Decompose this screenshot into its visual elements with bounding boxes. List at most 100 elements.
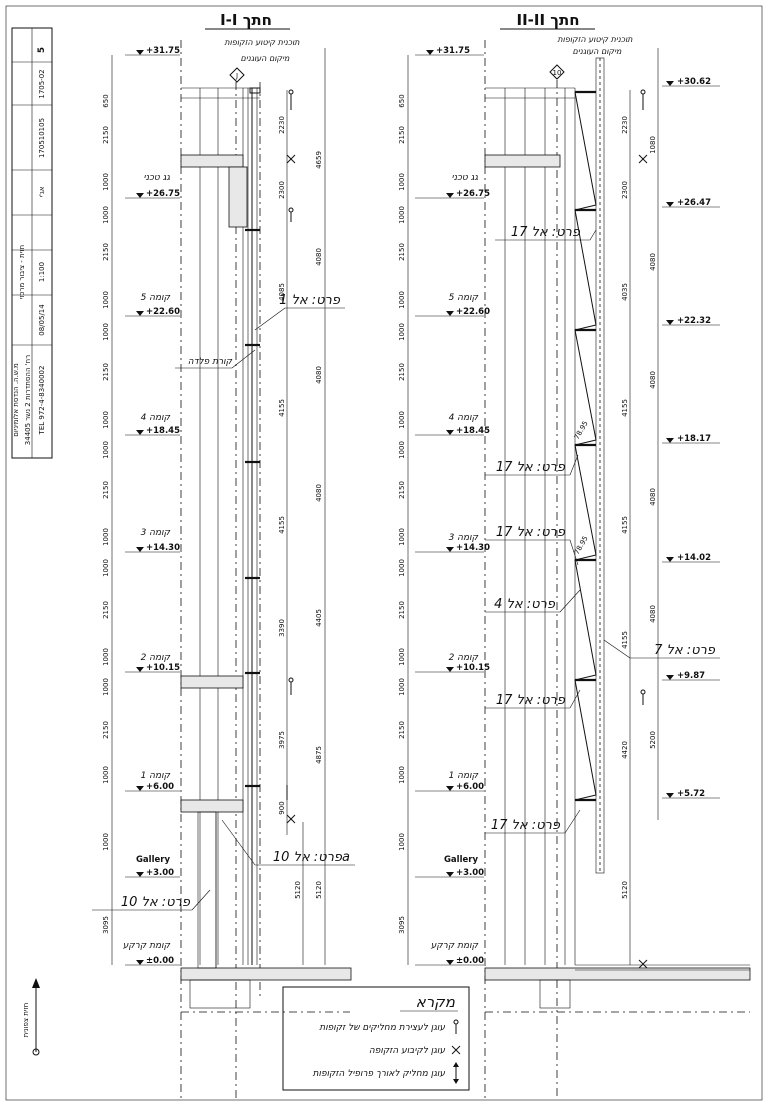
svg-text:1000: 1000 (398, 528, 406, 546)
svg-text:2150: 2150 (102, 721, 110, 739)
svg-text:קומה 3: קומה 3 (449, 533, 479, 543)
section-1-levels: +31.75 +26.75 גג טכני +22.60 קומה 5 +18.… (123, 46, 180, 966)
s2-angle: 78.95 (573, 535, 590, 556)
s1-detail-callout: קורת פלדה (188, 357, 233, 367)
slide-anchor-icon (453, 1062, 459, 1084)
north-arrow: חזית צפונית (22, 978, 40, 1056)
s1-level-name: קומה 5 (141, 293, 171, 303)
svg-text:1000: 1000 (398, 766, 406, 784)
svg-text:2150: 2150 (398, 126, 406, 144)
svg-text:1000: 1000 (398, 678, 406, 696)
svg-text:1000: 1000 (398, 559, 406, 577)
svg-text:+22.60: +22.60 (456, 307, 490, 317)
title-address: רח' ההסתדרות 2 נשר 34405 (24, 355, 32, 445)
svg-text:4155: 4155 (278, 516, 286, 534)
svg-text:1000: 1000 (398, 323, 406, 341)
svg-text:4080: 4080 (649, 605, 657, 623)
svg-text:2150: 2150 (398, 363, 406, 381)
section-1-dims-left: 650 2150 1000 1000 2150 1000 1000 2150 1… (102, 55, 113, 965)
title-drawing-no: 1705-02 (38, 69, 46, 98)
svg-text:+26.75: +26.75 (456, 189, 490, 199)
svg-text:1000: 1000 (398, 173, 406, 191)
svg-text:2300: 2300 (621, 181, 629, 199)
north-label: חזית צפונית (22, 1003, 30, 1038)
section-1-ground (180, 967, 352, 981)
svg-text:4155: 4155 (621, 631, 629, 649)
section-2-dims-left: 650 2150 1000 1000 2150 1000 1000 2150 1… (398, 55, 409, 965)
s1-level-value: +3.00 (146, 868, 174, 878)
s2-detail-callout: פרט: אל 4 (494, 597, 556, 612)
s1-level-name: קומה 2 (141, 653, 171, 663)
svg-text:4155: 4155 (278, 399, 286, 417)
svg-text:5120: 5120 (621, 881, 629, 899)
svg-text:+3.00: +3.00 (456, 868, 484, 878)
title-company: מ.ש.ה. הנדסת אלומיניום (12, 363, 20, 437)
svg-text:1000: 1000 (398, 411, 406, 429)
svg-text:2150: 2150 (102, 481, 110, 499)
svg-text:1000: 1000 (102, 291, 110, 309)
section-2-dims-right: 1080 4080 4080 4080 4080 5200 +30.62 +26… (649, 77, 720, 820)
svg-text:+18.45: +18.45 (456, 426, 490, 436)
s1-level-name: קומה 4 (141, 413, 171, 423)
section-1-dims-mid: 2230 2300 4085 4155 4155 3390 3975 900 (278, 89, 296, 835)
svg-text:2150: 2150 (102, 601, 110, 619)
svg-text:+5.72: +5.72 (677, 789, 705, 799)
svg-text:+9.87: +9.87 (677, 671, 705, 681)
s1-level-name: קומת קרקע (123, 941, 171, 951)
s2-detail-callout: פרט: אל 17 (496, 693, 566, 708)
svg-text:+31.75: +31.75 (436, 46, 470, 56)
s2-detail-callout: פרט: אל 17 (496, 525, 566, 540)
section-2-details: פרט: אל 17 פרט: אל 17 פרט: אל 17 פרט: אל… (485, 225, 720, 834)
svg-text:4035: 4035 (621, 283, 629, 301)
svg-text:1000: 1000 (398, 648, 406, 666)
s1-level-name: גג טכני (144, 173, 171, 183)
svg-text:קומה 5: קומה 5 (449, 293, 479, 303)
s1-level-name: קומה 3 (141, 528, 171, 538)
svg-text:4155: 4155 (621, 399, 629, 417)
section-2-levels: +31.75 +26.75 גג טכני +22.60 קומה 5 +18.… (415, 46, 490, 966)
s1-level-value: +10.15 (146, 663, 180, 673)
svg-text:2150: 2150 (398, 721, 406, 739)
svg-text:4080: 4080 (315, 366, 323, 384)
svg-text:4085: 4085 (278, 283, 286, 301)
svg-text:1080: 1080 (649, 136, 657, 154)
section-1-title: I-I חתך (220, 11, 272, 29)
svg-text:+30.62: +30.62 (677, 77, 711, 87)
title-sheet-no: 5 (37, 47, 47, 53)
svg-text:קומה 1: קומה 1 (449, 771, 479, 781)
section-1-slab-2 (180, 675, 244, 689)
section-1-axis-marker (229, 67, 245, 83)
s1-detail-callout: פרט: אל 1 (279, 293, 341, 308)
svg-text:1000: 1000 (102, 411, 110, 429)
s2-detail-callout: פרט: אל 17 (511, 225, 581, 240)
s1-detail-callout: פרט: אל 10a (273, 850, 350, 865)
svg-text:2300: 2300 (278, 181, 286, 199)
section-2-axis: 10 (553, 69, 562, 77)
title-date: 08/05/14 (38, 304, 46, 336)
svg-text:1000: 1000 (102, 648, 110, 666)
title-tel: TEL 972-4-8340002 (38, 366, 46, 436)
s1-level-value: +22.60 (146, 307, 180, 317)
svg-text:4080: 4080 (649, 371, 657, 389)
svg-text:1000: 1000 (102, 528, 110, 546)
svg-text:+10.15: +10.15 (456, 663, 490, 673)
svg-text:4080: 4080 (649, 488, 657, 506)
svg-text:+6.00: +6.00 (456, 782, 484, 792)
svg-text:4420: 4420 (621, 741, 629, 759)
svg-text:2150: 2150 (102, 363, 110, 381)
svg-text:650: 650 (102, 94, 110, 107)
s1-level-value: +18.45 (146, 426, 180, 436)
svg-text:900: 900 (278, 801, 286, 814)
s1-level-name: Gallery (136, 855, 170, 865)
section-2-dims-mid: 2230 2300 4035 4155 4155 4155 4420 5120 (621, 89, 648, 969)
s2-detail-callout: פרט: אל 17 (491, 818, 561, 833)
section-2-ground (484, 967, 751, 981)
svg-text:2150: 2150 (398, 481, 406, 499)
title-block: 5 1705-02 170510105 אג'י חזית - ציבור מר… (11, 27, 53, 459)
section-1-sub2: מיקום העוגנים (241, 54, 291, 63)
section-2-axis-marker (549, 64, 565, 80)
s2-angle: 78.95 (573, 420, 590, 441)
s1-level-value: +6.00 (146, 782, 174, 792)
svg-text:2150: 2150 (102, 243, 110, 261)
svg-text:5120: 5120 (294, 881, 302, 899)
